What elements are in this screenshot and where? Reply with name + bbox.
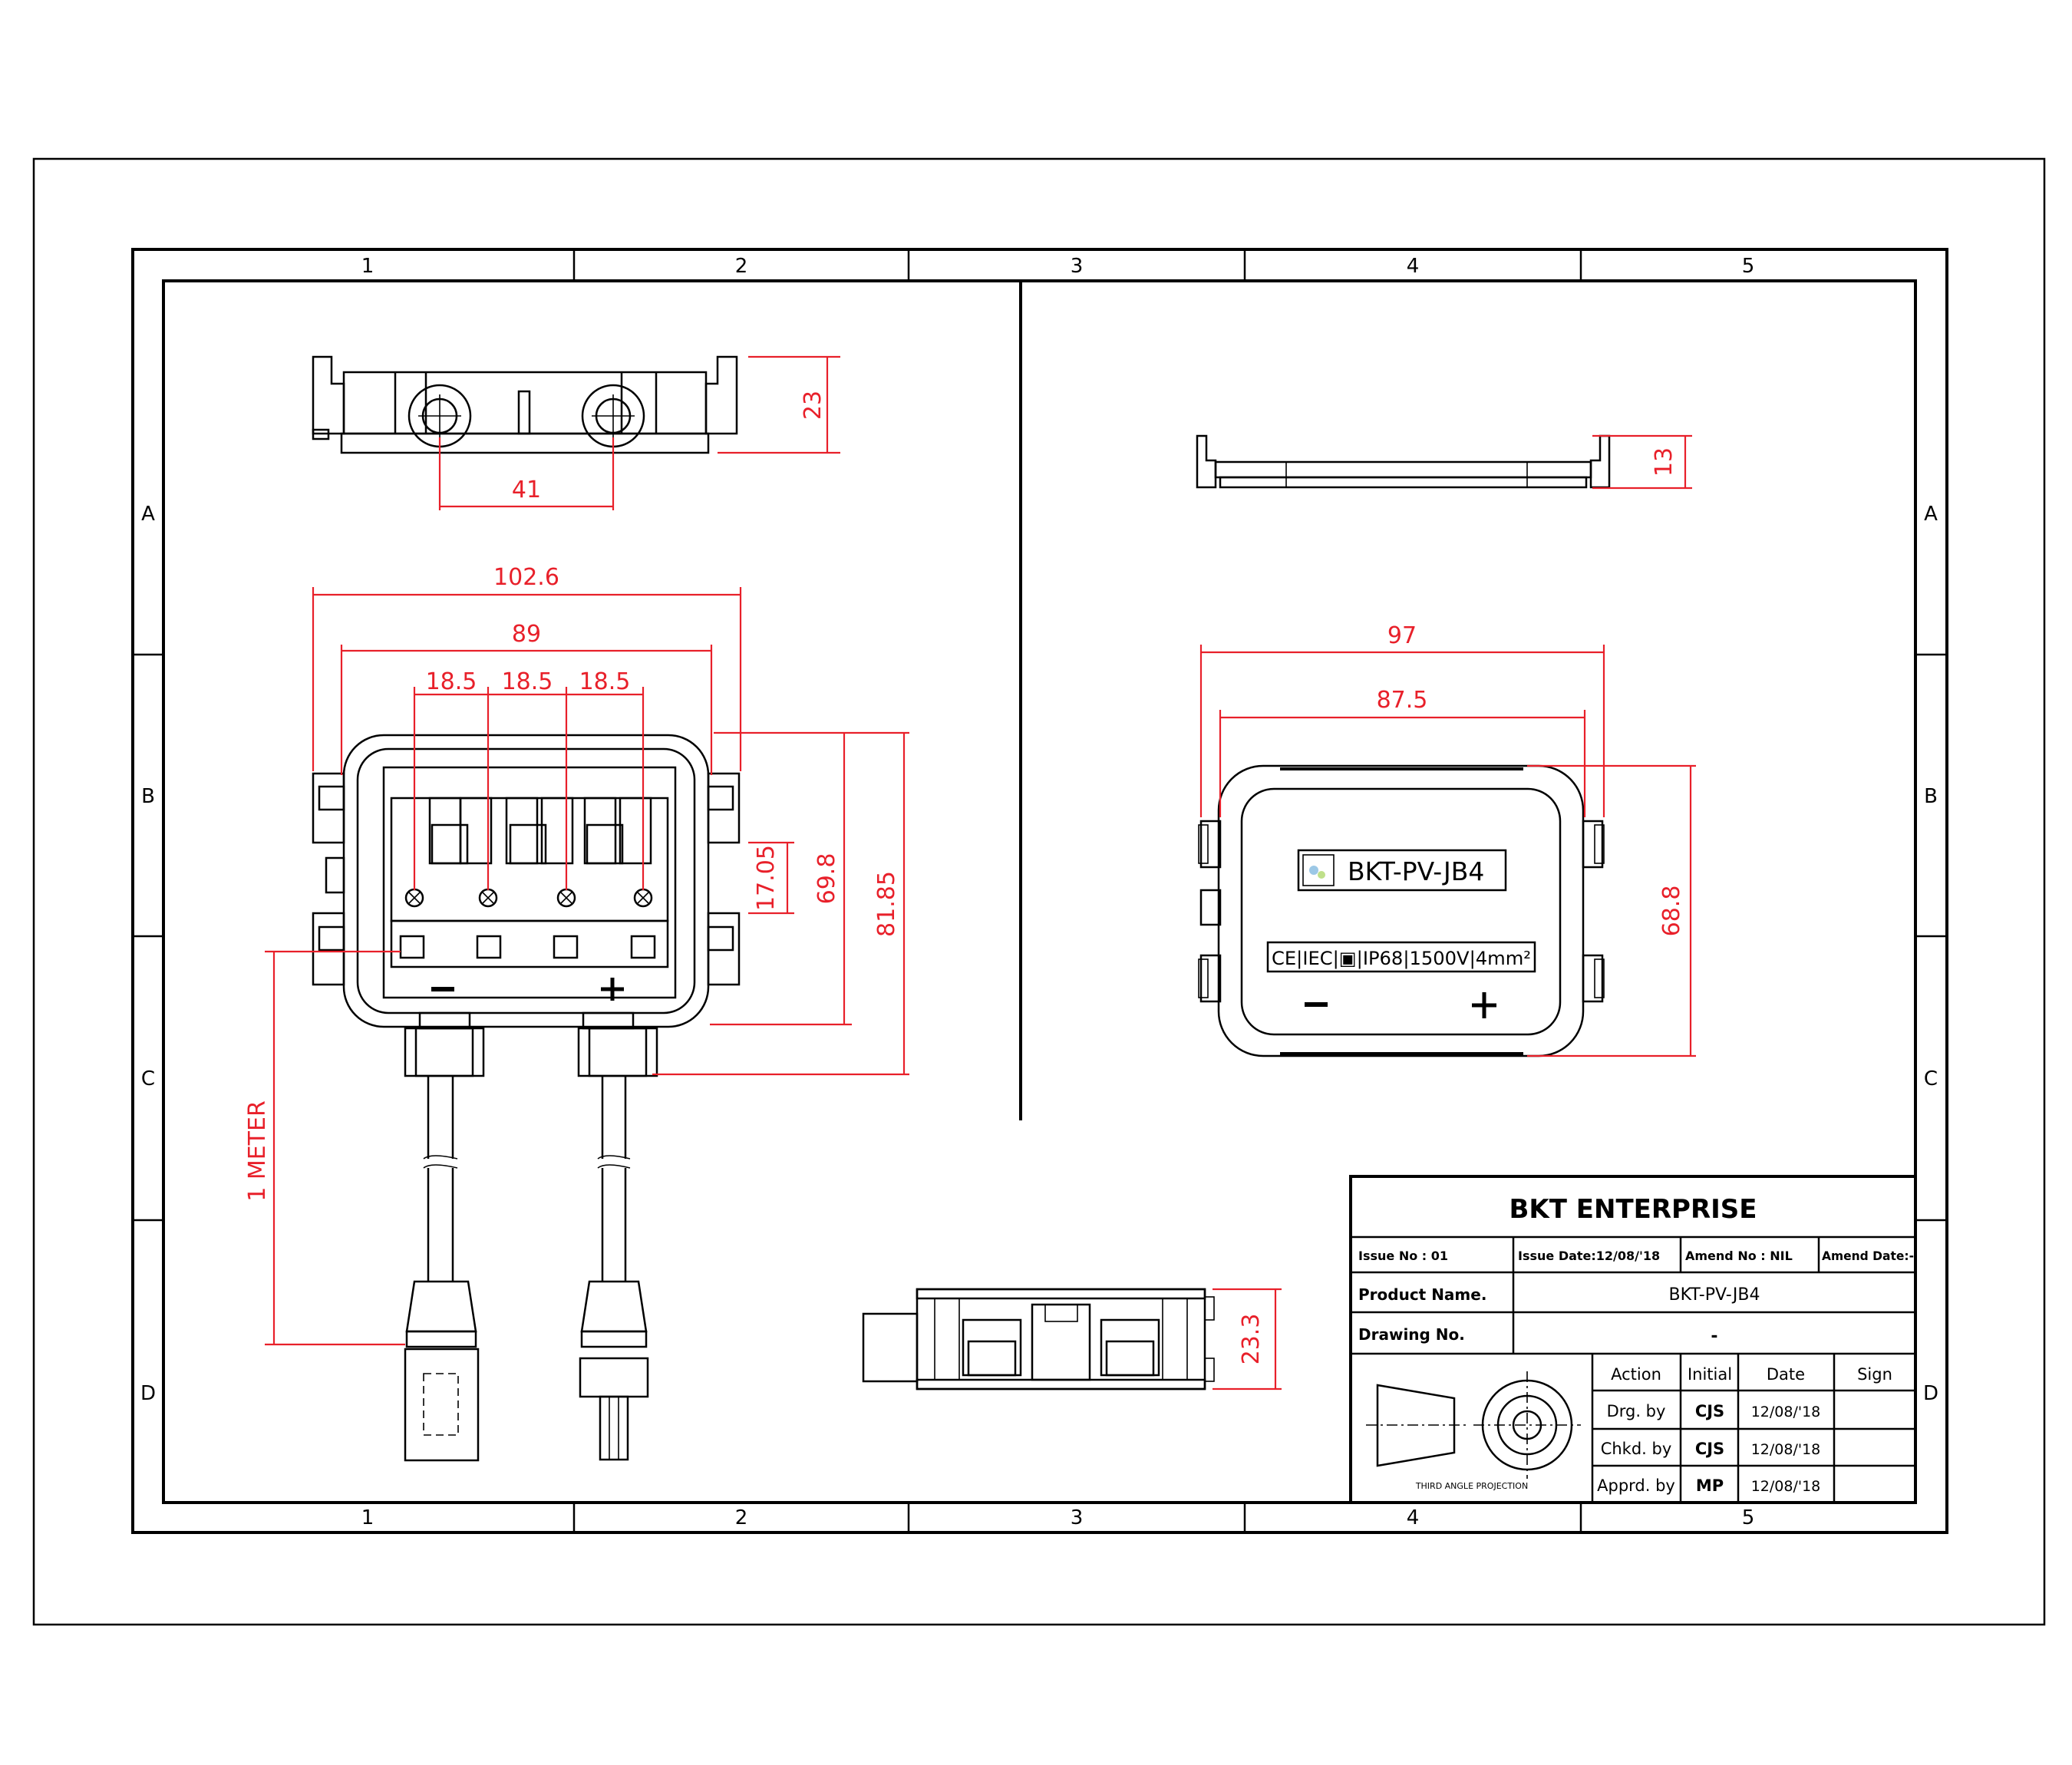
lid-cert-plate bbox=[1266, 941, 1536, 973]
zone-col-3-bottom: 3 bbox=[1071, 1506, 1084, 1529]
zone-row-d-left: D bbox=[140, 1382, 156, 1405]
dim-text-pitch-2: 18.5 bbox=[502, 668, 553, 695]
zone-row-a-right: A bbox=[1924, 503, 1938, 526]
zone-frame bbox=[131, 248, 1948, 1534]
issue-date: Issue Date:12/08/'18 bbox=[1518, 1249, 1660, 1263]
outer-sheet-border bbox=[32, 157, 2046, 1626]
dim-text-13: 13 bbox=[1651, 447, 1678, 477]
dim-text-pitch-1: 18.5 bbox=[426, 668, 477, 695]
dim-overall-height: 81.85 bbox=[652, 731, 909, 1076]
dim-lid-side-height: 13 bbox=[1592, 434, 1692, 490]
row-1-date: 12/08/'18 bbox=[1751, 1404, 1821, 1420]
dim-lid-inner-width: 87.5 bbox=[1219, 687, 1586, 817]
dim-top-view-height: 23 bbox=[718, 355, 840, 454]
title-block bbox=[1349, 1175, 1917, 1504]
issue-no: Issue No : 01 bbox=[1358, 1249, 1448, 1263]
header-sign: Sign bbox=[1857, 1365, 1892, 1384]
dim-front-inner-width: 89 bbox=[340, 621, 713, 775]
dim-text-41: 41 bbox=[512, 477, 541, 503]
header-date: Date bbox=[1767, 1365, 1805, 1384]
front-minus-mark bbox=[431, 987, 454, 991]
amend-no: Amend No : NIL bbox=[1685, 1249, 1793, 1263]
dim-cable-length: 1 METER bbox=[244, 950, 405, 1346]
lid-side-view bbox=[1196, 434, 1611, 489]
zone-row-b-right: B bbox=[1924, 785, 1938, 808]
top-view bbox=[312, 355, 738, 454]
zone-row-c-right: C bbox=[1924, 1067, 1938, 1090]
dim-terminal-height: 17.05 bbox=[748, 841, 794, 915]
lid-minus-mark bbox=[1305, 1002, 1328, 1007]
drawing-frame bbox=[162, 279, 1917, 1504]
drawing-no-value: - bbox=[1711, 1327, 1717, 1346]
dim-text-87-5: 87.5 bbox=[1377, 687, 1428, 714]
row-2-action: Chkd. by bbox=[1601, 1440, 1672, 1458]
header-action: Action bbox=[1611, 1365, 1661, 1384]
dim-text-68-8: 68.8 bbox=[1658, 886, 1685, 937]
third-angle-projection-icon bbox=[1366, 1371, 1581, 1479]
dim-bottom-view-height: 23.3 bbox=[1213, 1288, 1282, 1391]
lid-model-label: BKT-PV-JB4 bbox=[1348, 856, 1484, 886]
dim-text-89: 89 bbox=[512, 621, 541, 648]
lid-top-view: BKT-PV-JB4 CE|IEC|▣|IP68|1500V|4mm² bbox=[1198, 764, 1605, 1057]
zone-col-4-bottom: 4 bbox=[1407, 1506, 1420, 1529]
dim-body-height: 69.8 bbox=[710, 731, 852, 1026]
zone-col-5-bottom: 5 bbox=[1742, 1506, 1755, 1529]
lid-cert-label: CE|IEC|▣|IP68|1500V|4mm² bbox=[1272, 948, 1531, 969]
projection-caption: THIRD ANGLE PROJECTION bbox=[1415, 1481, 1528, 1491]
dim-text-97: 97 bbox=[1387, 622, 1417, 649]
row-3-date: 12/08/'18 bbox=[1751, 1478, 1821, 1495]
dim-text-81-85: 81.85 bbox=[873, 871, 900, 937]
zone-row-c-left: C bbox=[141, 1067, 155, 1090]
row-2-date: 12/08/'18 bbox=[1751, 1441, 1821, 1458]
row-1-action: Drg. by bbox=[1607, 1402, 1666, 1420]
dim-text-pitch-3: 18.5 bbox=[579, 668, 631, 695]
dim-text-17-05: 17.05 bbox=[753, 845, 780, 911]
header-initial: Initial bbox=[1688, 1365, 1732, 1384]
row-3-action: Apprd. by bbox=[1597, 1476, 1675, 1495]
drawing-no-label: Drawing No. bbox=[1358, 1325, 1465, 1344]
logo-icon bbox=[1302, 854, 1335, 886]
amend-date: Amend Date:- bbox=[1822, 1249, 1914, 1263]
lid-plus-mark bbox=[1472, 992, 1496, 1018]
zone-col-4-top: 4 bbox=[1407, 255, 1420, 278]
zone-col-2-bottom: 2 bbox=[735, 1506, 748, 1529]
dim-text-102-6: 102.6 bbox=[493, 564, 559, 591]
dim-lid-overall-width: 97 bbox=[1199, 622, 1605, 817]
dim-pitches: 18.5 18.5 18.5 bbox=[413, 668, 645, 890]
row-1-initial: CJS bbox=[1695, 1402, 1724, 1420]
zone-ticks bbox=[133, 249, 1947, 1532]
dim-front-overall-width: 102.6 bbox=[312, 564, 742, 771]
bottom-view bbox=[862, 1288, 1215, 1391]
row-2-initial: CJS bbox=[1695, 1440, 1724, 1458]
product-name-label: Product Name. bbox=[1358, 1285, 1486, 1304]
zone-row-a-left: A bbox=[141, 503, 155, 526]
front-view bbox=[312, 734, 741, 1462]
zone-row-b-left: B bbox=[141, 785, 155, 808]
dim-text-23-3: 23.3 bbox=[1238, 1314, 1265, 1365]
company-name: BKT ENTERPRISE bbox=[1509, 1194, 1757, 1225]
dim-text-1-meter: 1 METER bbox=[244, 1100, 271, 1202]
zone-col-5-top: 5 bbox=[1742, 255, 1755, 278]
dim-text-23: 23 bbox=[800, 391, 826, 420]
dim-text-69-8: 69.8 bbox=[813, 853, 840, 905]
zone-row-d-right: D bbox=[1923, 1382, 1938, 1405]
front-plus-mark bbox=[601, 978, 624, 1001]
zone-col-1-bottom: 1 bbox=[361, 1506, 374, 1529]
lid-name-plate bbox=[1297, 849, 1507, 892]
product-name-value: BKT-PV-JB4 bbox=[1669, 1285, 1760, 1305]
dim-top-view-spacing: 41 bbox=[438, 437, 615, 510]
row-3-initial: MP bbox=[1696, 1476, 1724, 1495]
zone-col-2-top: 2 bbox=[735, 255, 748, 278]
zone-col-3-top: 3 bbox=[1071, 255, 1084, 278]
dim-lid-height: 68.8 bbox=[1527, 764, 1696, 1057]
zone-col-1-top: 1 bbox=[361, 255, 374, 278]
